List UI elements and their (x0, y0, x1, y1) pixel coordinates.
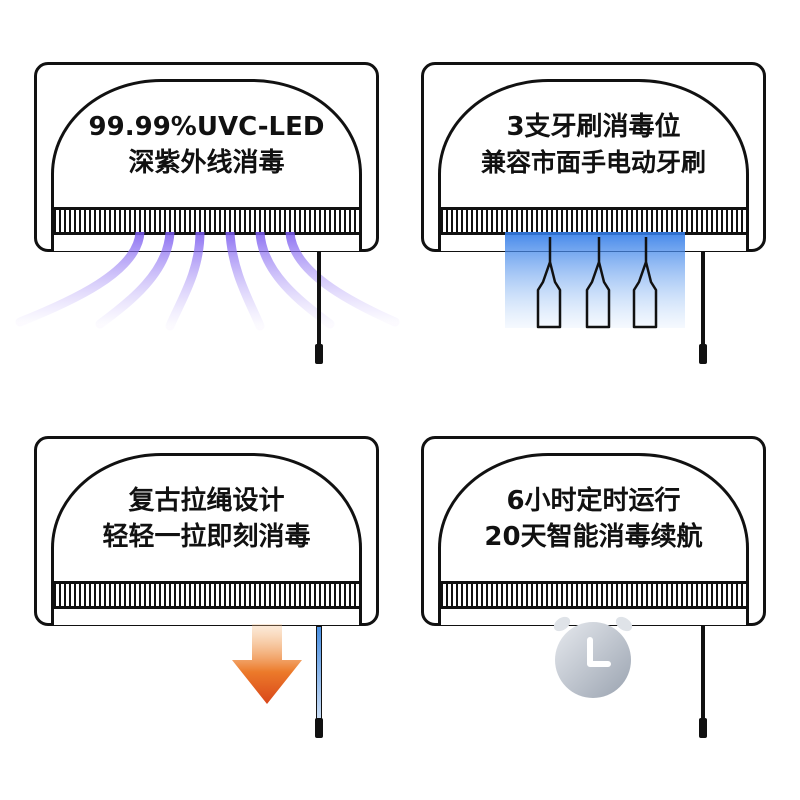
toothbrush-holder-icon (505, 232, 685, 329)
pull-cord[interactable] (316, 626, 322, 723)
caption-line-2: 20天智能消毒续航 (484, 522, 703, 552)
caption-line-1: 复古拉绳设计 (128, 486, 285, 516)
pull-cord-handle[interactable] (699, 718, 707, 738)
caption-line-1: 6小时定时运行 (506, 486, 681, 516)
caption-line-1: 3支牙刷消毒位 (506, 112, 681, 142)
device-grill (51, 207, 362, 235)
uv-light-rays-icon (15, 232, 400, 331)
feature-caption: 3支牙刷消毒位 兼容市面手电动牙刷 (438, 109, 749, 181)
device-grill (438, 581, 749, 609)
feature-caption: 复古拉绳设计 轻轻一拉即刻消毒 (51, 483, 362, 555)
clock-icon (553, 616, 633, 698)
pull-cord[interactable] (701, 252, 705, 347)
caption-line-1: 99.99%UVC-LED (88, 112, 325, 142)
device-grill (438, 207, 749, 235)
pull-cord-handle[interactable] (699, 344, 707, 364)
feature-panel-pullcord: 复古拉绳设计 轻轻一拉即刻消毒 (34, 436, 379, 626)
caption-line-2: 兼容市面手电动牙刷 (480, 148, 706, 177)
pull-cord[interactable] (701, 626, 705, 721)
feature-panel-uvc: 99.99%UVC-LED 深紫外线消毒 (34, 62, 379, 252)
caption-line-2: 深紫外线消毒 (128, 148, 285, 178)
caption-line-2: 轻轻一拉即刻消毒 (102, 522, 311, 552)
pull-cord-handle[interactable] (315, 718, 323, 738)
pull-cord[interactable] (317, 252, 321, 347)
pull-down-arrow-icon (232, 624, 302, 704)
feature-caption: 6小时定时运行 20天智能消毒续航 (438, 483, 749, 555)
device-grill (51, 581, 362, 609)
feature-panel-toothbrush: 3支牙刷消毒位 兼容市面手电动牙刷 (421, 62, 766, 252)
pull-cord-handle[interactable] (315, 344, 323, 364)
feature-caption: 99.99%UVC-LED 深紫外线消毒 (51, 109, 362, 181)
feature-panel-timer: 6小时定时运行 20天智能消毒续航 (421, 436, 766, 626)
